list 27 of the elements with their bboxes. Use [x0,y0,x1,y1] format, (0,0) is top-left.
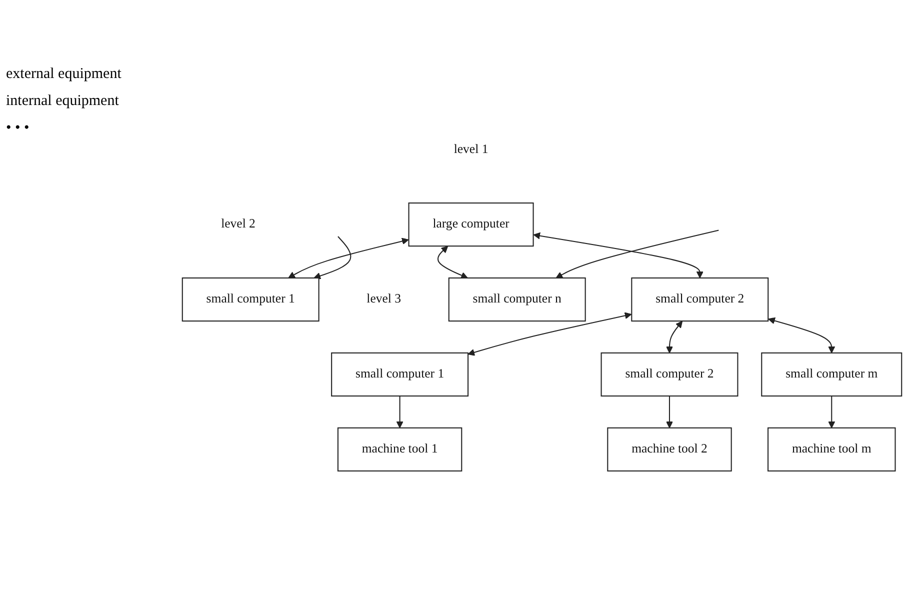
node-box: machine tool 2 [607,427,732,472]
node-label: level 1 [454,142,488,156]
arrow [288,238,409,278]
node-label: level 2 [221,217,256,231]
node-label: level 3 [366,292,402,306]
arrow [533,232,704,278]
arrow [314,236,352,280]
node-box: machine tool m [768,427,896,472]
arrow [437,246,468,279]
arrow [396,396,404,428]
note-text: external equipment [6,66,122,83]
note-text: • • • [6,120,30,137]
arrow [666,320,683,354]
arrow [768,317,836,354]
arrow [666,396,673,428]
node-box: small computer 1 [182,277,320,322]
arrow [556,230,719,278]
node-box: small computer 1 [331,352,469,397]
node-box: machine tool 1 [337,427,462,472]
node-box: small computer n [448,277,586,322]
note-text: internal equipment [6,93,120,110]
arrow [828,396,836,428]
arrow [468,312,632,356]
node-box: large computer [408,202,534,247]
node-box: small computer m [761,352,902,397]
node-box: small computer 2 [600,352,738,397]
node-box: small computer 2 [631,277,769,322]
